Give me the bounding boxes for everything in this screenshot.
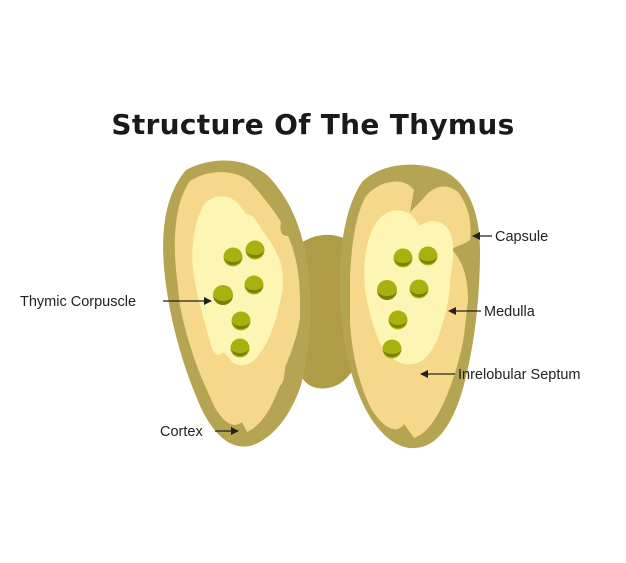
thymic-corpuscle-icon: [418, 246, 438, 266]
label-cortex: Cortex: [160, 424, 239, 440]
label-corpuscle: Thymic Corpuscle: [20, 294, 212, 310]
thymic-corpuscle-icon: [213, 285, 233, 305]
label-septum: Inrelobular Septum: [420, 367, 581, 383]
thymic-corpuscle-icon: [223, 247, 243, 267]
diagram-title: Structure Of The Thymus: [111, 108, 515, 141]
thymic-corpuscle-icon: [244, 275, 264, 295]
thymic-corpuscle-icon: [377, 280, 397, 300]
right-lobe: [339, 164, 480, 449]
label-capsule: Capsule: [472, 229, 548, 245]
capsule-label: Capsule: [495, 229, 548, 245]
septum-label: Inrelobular Septum: [458, 367, 581, 383]
thymic-corpuscle-icon: [230, 338, 250, 358]
medulla-label: Medulla: [484, 304, 536, 320]
left-lobe-medulla: [192, 196, 283, 366]
thymic-corpuscle-icon: [409, 279, 429, 299]
left-corpuscles: [213, 240, 265, 358]
thymic-corpuscle-icon: [231, 311, 251, 331]
right-corpuscles: [377, 246, 438, 359]
thymic-corpuscle-icon: [393, 248, 413, 268]
left-lobe: [163, 160, 311, 447]
thymic-corpuscle-icon: [245, 240, 265, 260]
thymic-corpuscle-icon: [382, 339, 402, 359]
thymic-corpuscle-icon: [388, 310, 408, 330]
cortex-label: Cortex: [160, 424, 203, 440]
corpuscle-label: Thymic Corpuscle: [20, 294, 136, 310]
label-medulla: Medulla: [448, 304, 536, 320]
